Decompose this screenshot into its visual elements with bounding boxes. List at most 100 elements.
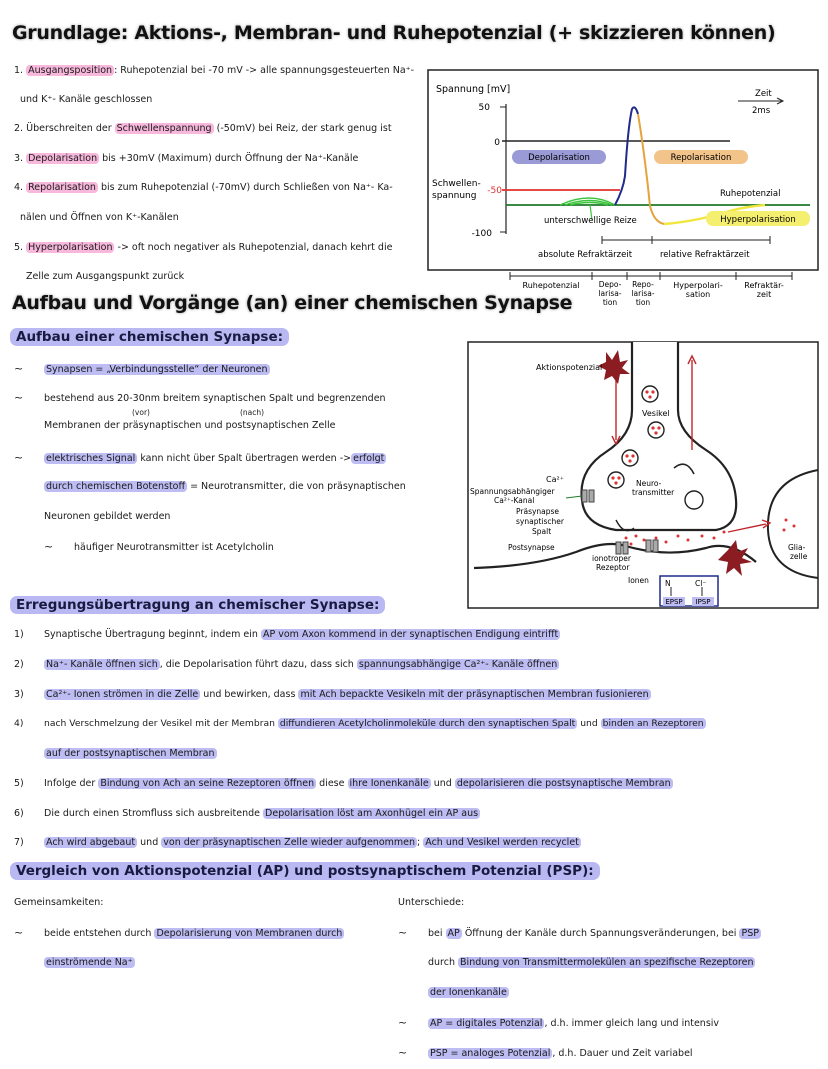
highlight-text: Depolarisation bbox=[26, 153, 100, 164]
subthreshold-pointer bbox=[589, 204, 593, 221]
ca-channel bbox=[581, 489, 588, 503]
epsp-label: EPSP bbox=[665, 598, 682, 606]
depolarisation-badge bbox=[512, 150, 606, 164]
released-transmitters bbox=[624, 518, 796, 546]
process-step-4-cont: auf der postsynaptischen Membran bbox=[44, 747, 217, 760]
bullet-marker: ~ bbox=[398, 1046, 408, 1059]
ions-label: Ionen bbox=[628, 576, 649, 585]
neurotransmitter-dot bbox=[657, 426, 661, 430]
step-number: 1) bbox=[14, 629, 24, 640]
highlight-text: Repolarisation bbox=[26, 182, 98, 193]
return-arrow-head bbox=[687, 354, 697, 365]
step-text: : Ruhepotenzial bei -70 mV -> alle spann… bbox=[114, 65, 415, 76]
differences-heading: Unterschiede: bbox=[398, 897, 465, 908]
section-heading: Erregungsübertragung an chemischer Synap… bbox=[10, 596, 386, 614]
highlight-text: einströmende Na⁺ bbox=[44, 957, 135, 968]
phase-label-depol: Depo- bbox=[599, 280, 622, 289]
step-text: Die durch einen Stromfluss sich ausbreit… bbox=[44, 808, 260, 819]
phase-label-depol: larisa- bbox=[598, 289, 621, 298]
bullet-text: bestehend aus 20-30nm breitem synaptisch… bbox=[44, 393, 386, 404]
highlight-text: ihre Ionenkanäle bbox=[347, 778, 431, 789]
highlight-text: Depolarisierung von Membranen durch bbox=[154, 928, 345, 939]
annotation-vor: (vor) bbox=[132, 408, 150, 417]
bullet-marker: ~ bbox=[398, 1016, 408, 1029]
bullet-marker: ~ bbox=[14, 451, 24, 464]
phase-label-hyper: sation bbox=[686, 290, 710, 299]
step-text: Infolge der bbox=[44, 778, 96, 789]
highlight-text: auf der postsynaptischen Membran bbox=[44, 748, 217, 759]
recycling-vesicle bbox=[673, 463, 695, 475]
process-step-4: 4)nach Verschmelzung der Vesikel mit der… bbox=[14, 717, 706, 730]
highlight-text: diffundieren Acetylcholinmoleküle durch … bbox=[277, 718, 578, 729]
step-number: 5) bbox=[14, 778, 24, 789]
glia-cell bbox=[766, 469, 819, 579]
ipsp-badge bbox=[692, 597, 714, 606]
process-step-6: 6)Die durch einen Stromfluss sich ausbre… bbox=[14, 807, 481, 820]
tick-label-minus-50: -50 bbox=[487, 186, 502, 196]
ap-step-5: 5. Hyperpolarisation -> oft noch negativ… bbox=[14, 241, 392, 254]
step-number: 3) bbox=[14, 689, 24, 700]
step-text: und bewirken, dass bbox=[203, 689, 296, 700]
bullet-signal-cont2: Neuronen gebildet werden bbox=[44, 511, 171, 522]
difference-1-cont2: der Ionenkanäle bbox=[428, 986, 509, 999]
diagram-frame bbox=[427, 69, 819, 271]
bullet-marker: ~ bbox=[398, 926, 408, 939]
threshold-label: Schwellen- bbox=[432, 179, 481, 189]
highlight-text: Ach und Vesikel werden recyclet bbox=[423, 837, 581, 848]
step-text: bis +30mV (Maximum) durch Öffnung der Na… bbox=[102, 153, 359, 164]
phase-label-depol: tion bbox=[603, 298, 618, 307]
ap-arrow-head bbox=[611, 435, 621, 446]
highlight-text: Hyperpolarisation bbox=[26, 242, 115, 253]
section-title: Aufbau und Vorgänge (an) einer chemische… bbox=[12, 292, 573, 314]
depolarisation-curve bbox=[614, 106, 639, 206]
y-axis-label: Spannung [mV] bbox=[436, 84, 510, 95]
bullet-signal: ~elektrisches Signal kann nicht über Spa… bbox=[14, 451, 387, 465]
step-text: -> oft noch negativer als Ruhepotenzial,… bbox=[117, 242, 393, 253]
commonality-1: ~ beide entstehen durch Depolarisierung v… bbox=[14, 926, 345, 940]
ap-step-5-cont: Zelle zum Ausgangspunkt zurück bbox=[26, 271, 185, 282]
ionotropic-receptor bbox=[615, 541, 622, 555]
highlight-text: Ca²⁺- Ionen strömen in die Zelle bbox=[44, 689, 201, 700]
step-number: 5. bbox=[14, 242, 24, 253]
repolarisation-curve bbox=[637, 113, 665, 225]
vesicle bbox=[641, 385, 659, 403]
bullet-text: , d.h. immer gleich lang und intensiv bbox=[544, 1018, 720, 1029]
step-number: 2. bbox=[14, 123, 24, 134]
receptor-label: ionotroper bbox=[592, 554, 632, 563]
step-number: 2) bbox=[14, 659, 24, 670]
threshold-label: spannung bbox=[432, 191, 476, 201]
synapse-diagram: N Cl⁻ EPSP IPSP Aktionspotenzial Vesikel… bbox=[467, 341, 819, 609]
subthreshold-curve bbox=[564, 199, 613, 206]
bullet-text: bei bbox=[428, 928, 443, 939]
ap-burst-icon bbox=[718, 540, 752, 576]
repolarisation-label: Repolarisation bbox=[671, 153, 732, 163]
step-text: diese bbox=[319, 778, 345, 789]
ap-step-1-cont: und K⁺- Kanäle geschlossen bbox=[20, 94, 153, 105]
phase-label-rest: Ruhepotenzial bbox=[523, 281, 580, 290]
reuptake-arrow-head bbox=[761, 519, 772, 529]
highlight-text: Depolarisation löst am Axonhügel ein AP … bbox=[263, 808, 481, 819]
depolarisation-label: Depolarisation bbox=[528, 153, 590, 163]
highlight-text: AP = digitales Potenzial bbox=[428, 1018, 545, 1029]
highlight-text: binden an Rezeptoren bbox=[600, 718, 706, 729]
reuptake-arrow bbox=[727, 523, 767, 533]
neurotransmitter-dot bbox=[614, 481, 618, 485]
highlight-text: Bindung von Ach an seine Rezeptoren öffn… bbox=[98, 778, 317, 789]
vesicle bbox=[621, 449, 639, 467]
presynapse-label: Präsynapse bbox=[516, 507, 559, 516]
ap-step-3: 3. Depolarisation bis +30mV (Maximum) du… bbox=[14, 152, 358, 165]
bullet-text: , d.h. Dauer und Zeit variabel bbox=[552, 1048, 693, 1059]
highlight-text: durch chemischen Botenstoff bbox=[44, 481, 188, 492]
phase-label-repol: tion bbox=[636, 298, 651, 307]
bullet-marker: ~ bbox=[14, 926, 24, 939]
bullet-marker: ~ bbox=[14, 362, 24, 375]
bullet-text: Membranen der bbox=[44, 420, 120, 431]
bullet-marker: ~ bbox=[44, 540, 54, 553]
highlight-text: PSP bbox=[739, 928, 761, 939]
neurotransmitter-label: Neuro- bbox=[636, 479, 662, 488]
bullet-text: beide entstehen durch bbox=[44, 928, 152, 939]
ca-channel bbox=[588, 489, 595, 503]
neurotransmitter-dot bbox=[631, 454, 635, 458]
ca-channel-label: Spannungsabhängiger bbox=[470, 487, 555, 496]
page-title: Grundlage: Aktions-, Membran- und Ruhepo… bbox=[12, 22, 776, 44]
